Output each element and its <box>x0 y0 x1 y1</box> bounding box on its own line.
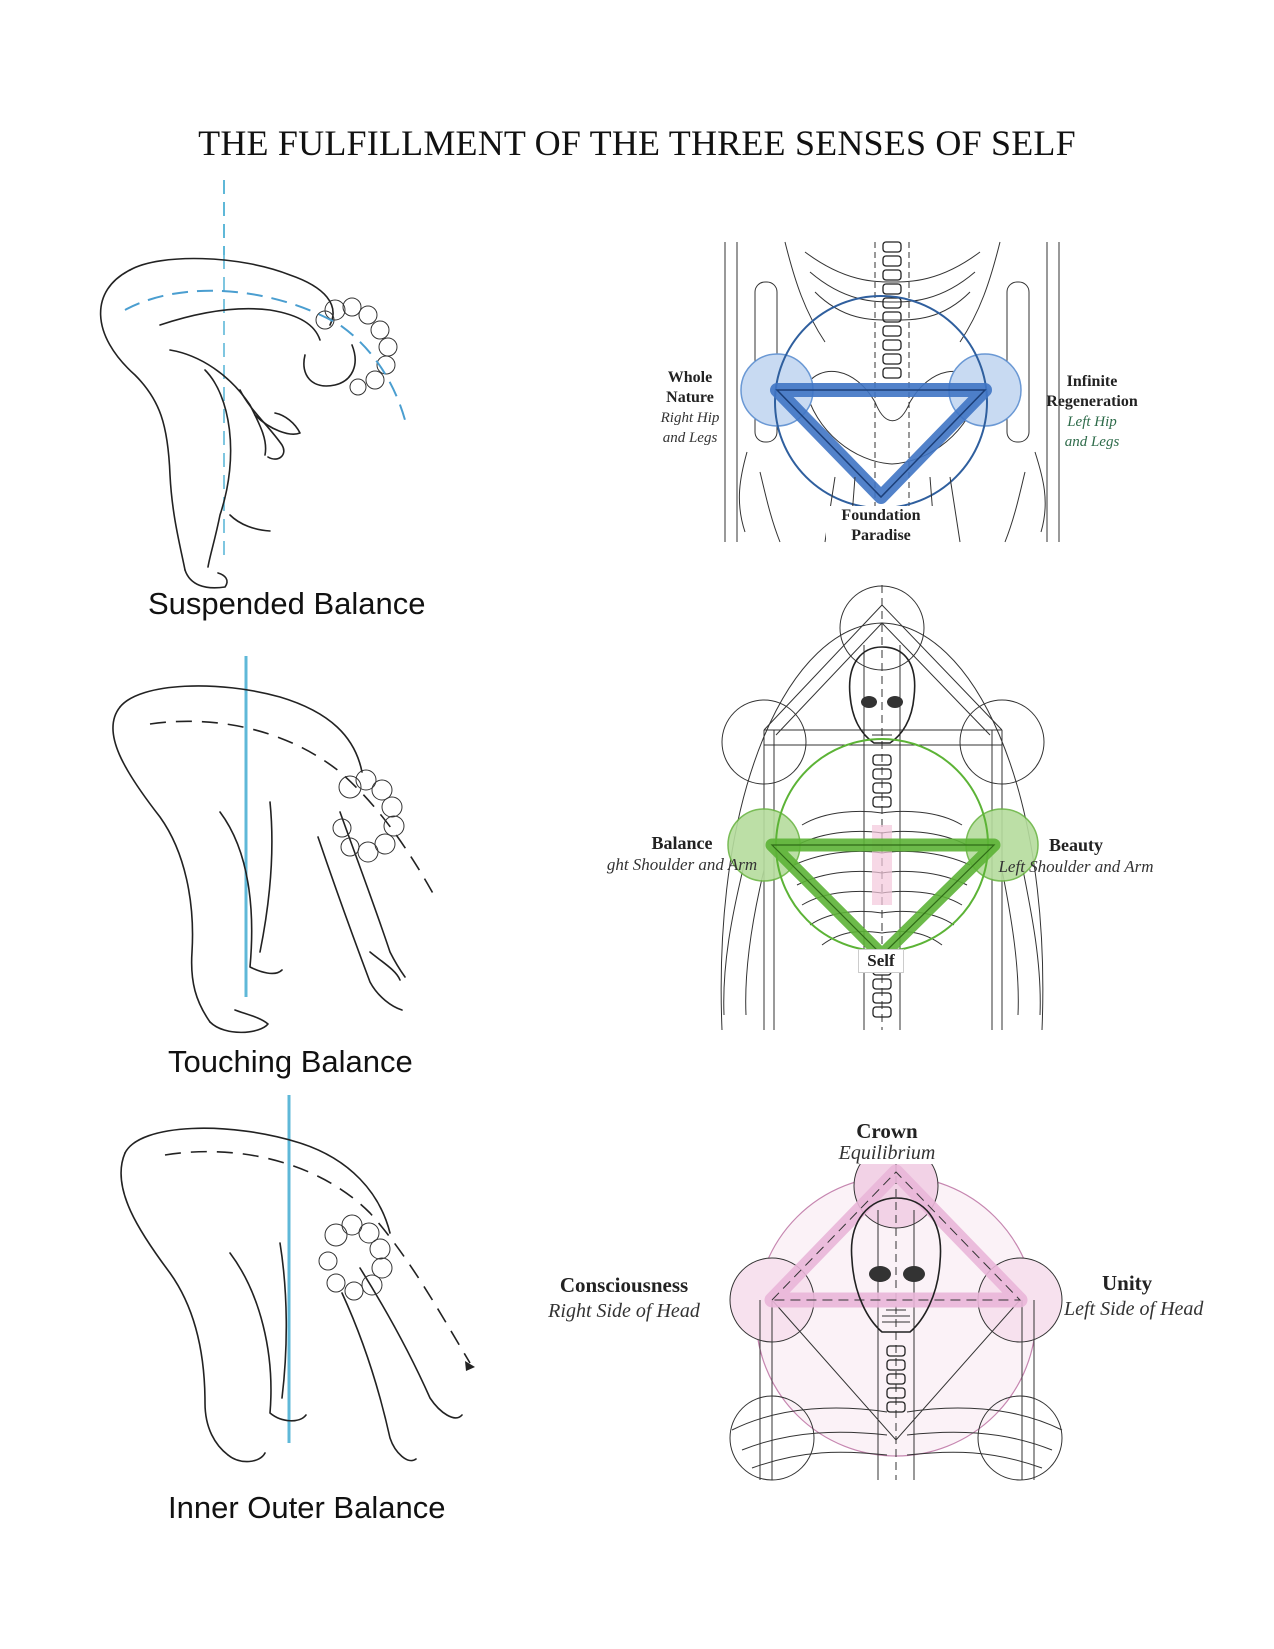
head-top-sub: Equilibrium <box>838 1142 936 1164</box>
hips-label-bottom: Foundation Paradise <box>826 506 936 546</box>
head-right-sub: Left Side of Head <box>1064 1298 1204 1320</box>
touching-balance-figure <box>112 656 436 1034</box>
shoulders-label-right: Beauty Left Shoulder and Arm <box>988 834 1164 878</box>
head-label-top: Crown Equilibrium <box>830 1120 944 1164</box>
hips-right-title: Infinite <box>1066 373 1118 390</box>
head-label-left: Consciousness Right Side of Head <box>536 1272 712 1324</box>
hips-left-sub: Right Hip <box>660 410 720 426</box>
shoulders-left-title: Balance <box>651 833 713 853</box>
hips-label-left: Whole Nature Right Hip and Legs <box>652 368 728 448</box>
pose-caption-suspended: Suspended Balance <box>148 586 426 621</box>
shoulders-bottom-title: Self <box>867 951 895 970</box>
hips-tree-diagram <box>724 241 1060 543</box>
shoulders-label-bottom: Self <box>858 949 904 973</box>
page-title: THE FULFILLMENT OF THE THREE SENSES OF S… <box>198 123 1076 163</box>
hips-right-sub2: and Legs <box>1064 434 1120 450</box>
hips-left-title2: Nature <box>666 389 714 406</box>
pose-caption-inner-outer: Inner Outer Balance <box>168 1490 446 1525</box>
head-label-right: Unity Left Side of Head <box>1064 1270 1214 1322</box>
shoulders-left-sub: ght Shoulder and Arm <box>606 855 758 874</box>
hips-right-sub: Left Hip <box>1067 414 1117 430</box>
shoulders-right-sub: Left Shoulder and Arm <box>998 857 1154 876</box>
hips-right-title2: Regeneration <box>1046 393 1138 410</box>
head-left-sub: Right Side of Head <box>548 1300 700 1322</box>
hips-label-right: Infinite Regeneration Left Hip and Legs <box>1036 372 1148 452</box>
head-top-title: Crown <box>856 1119 918 1143</box>
shoulders-tree-diagram <box>720 585 1045 1031</box>
hips-bottom-title2: Paradise <box>851 527 911 544</box>
head-tree-diagram <box>729 1143 1063 1481</box>
pose-caption-touching: Touching Balance <box>168 1044 413 1079</box>
hips-bottom-title: Foundation <box>841 507 921 524</box>
hips-left-sub2: and Legs <box>662 430 718 446</box>
shoulders-label-left: Balance ght Shoulder and Arm <box>600 832 764 876</box>
head-right-title: Unity <box>1102 1271 1153 1295</box>
shoulders-right-title: Beauty <box>1049 835 1103 855</box>
suspended-balance-figure <box>99 180 406 589</box>
inner-outer-balance-figure <box>120 1095 475 1463</box>
head-left-title: Consciousness <box>559 1273 689 1297</box>
hips-left-title: Whole <box>667 369 713 386</box>
